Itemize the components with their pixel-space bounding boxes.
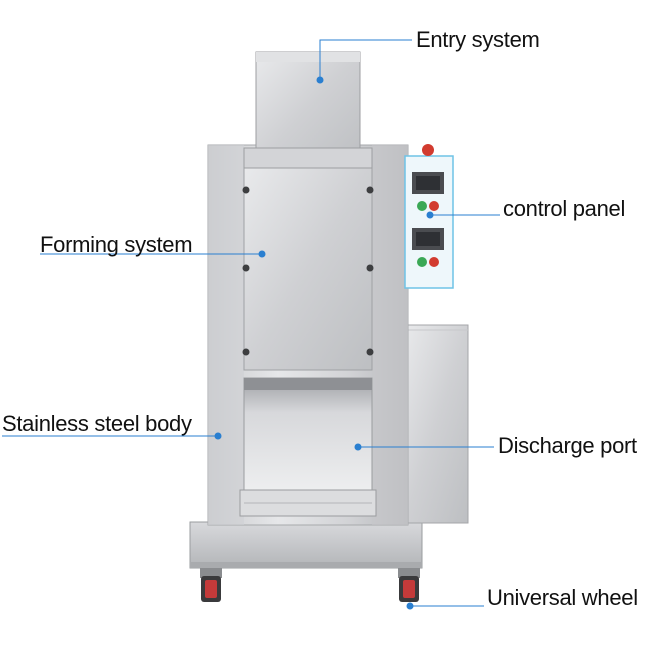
callout-label-discharge: Discharge port bbox=[498, 433, 637, 458]
callout-dot-control bbox=[426, 211, 434, 219]
callout-line-entry bbox=[319, 39, 412, 80]
callout-label-body: Stainless steel body bbox=[2, 411, 192, 436]
base-platform bbox=[189, 521, 423, 569]
callout-dot-entry bbox=[316, 76, 324, 84]
callout-label-wheel: Universal wheel bbox=[487, 585, 638, 610]
control-panel bbox=[404, 144, 454, 289]
side-housing bbox=[403, 324, 469, 524]
discharge-chute bbox=[243, 377, 373, 494]
callout-dot-body bbox=[214, 432, 222, 440]
callout-dot-wheel bbox=[406, 602, 414, 610]
callout-label-entry: Entry system bbox=[416, 27, 540, 52]
callout-label-control: control panel bbox=[503, 196, 626, 221]
right-wheel bbox=[398, 568, 420, 602]
callout-dot-discharge bbox=[354, 443, 362, 451]
left-wheel bbox=[200, 568, 222, 602]
forming-panel bbox=[243, 164, 373, 371]
callout-dot-forming bbox=[258, 250, 266, 258]
entry-hopper bbox=[255, 51, 361, 165]
callout-lines bbox=[2, 39, 500, 610]
callout-label-forming: Forming system bbox=[40, 232, 193, 257]
